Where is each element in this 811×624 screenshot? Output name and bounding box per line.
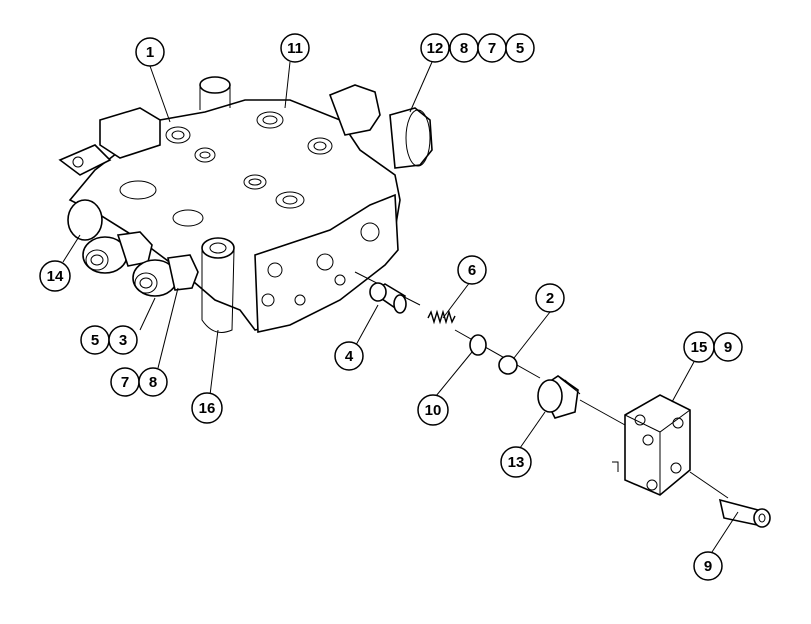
callout-8-left: 8 xyxy=(138,367,168,397)
svg-text:1: 1 xyxy=(146,44,154,61)
callout-2: 2 xyxy=(535,283,565,313)
svg-text:2: 2 xyxy=(546,290,554,307)
svg-text:16: 16 xyxy=(199,400,216,417)
callout-12: 12 xyxy=(420,33,450,63)
part-15-end-cap xyxy=(612,394,691,496)
svg-text:12: 12 xyxy=(427,40,444,57)
svg-text:7: 7 xyxy=(488,40,496,57)
part-10-oring xyxy=(469,334,487,356)
part-6-spring xyxy=(427,309,456,325)
callout-3: 3 xyxy=(108,325,138,355)
valve-body xyxy=(58,76,433,333)
svg-text:15: 15 xyxy=(691,339,708,356)
callout-5-top: 5 xyxy=(505,33,535,63)
svg-text:5: 5 xyxy=(516,40,524,57)
callout-13: 13 xyxy=(500,446,532,478)
svg-text:13: 13 xyxy=(508,454,525,471)
callout-11: 11 xyxy=(280,33,310,63)
svg-text:7: 7 xyxy=(121,374,129,391)
svg-text:10: 10 xyxy=(425,402,442,419)
svg-text:4: 4 xyxy=(345,348,354,365)
callout-16: 16 xyxy=(191,392,223,424)
part-2-oring xyxy=(498,355,518,375)
callout-8-top: 8 xyxy=(449,33,479,63)
part-13-plug xyxy=(537,375,581,419)
callout-14: 14 xyxy=(39,260,71,292)
callout-9-top: 9 xyxy=(713,332,743,362)
svg-text:11: 11 xyxy=(287,40,303,57)
callout-1: 1 xyxy=(135,37,165,67)
svg-text:3: 3 xyxy=(119,332,127,349)
svg-text:5: 5 xyxy=(91,332,99,349)
svg-text:6: 6 xyxy=(468,262,476,279)
svg-text:8: 8 xyxy=(460,40,468,57)
callout-7-top: 7 xyxy=(477,33,507,63)
callout-6: 6 xyxy=(457,255,487,285)
part-4-spool xyxy=(369,282,407,314)
callout-7-left: 7 xyxy=(110,367,140,397)
callout-9-bottom: 9 xyxy=(693,551,723,581)
callout-15: 15 xyxy=(683,331,715,363)
part-9-bolt xyxy=(689,471,771,528)
callout-10: 10 xyxy=(417,394,449,426)
svg-text:8: 8 xyxy=(149,374,157,391)
callout-4: 4 xyxy=(334,341,364,371)
svg-text:14: 14 xyxy=(47,268,64,285)
callout-5-left: 5 xyxy=(80,325,110,355)
leader-lines xyxy=(62,61,739,553)
svg-text:9: 9 xyxy=(724,339,732,356)
svg-text:9: 9 xyxy=(704,558,712,575)
